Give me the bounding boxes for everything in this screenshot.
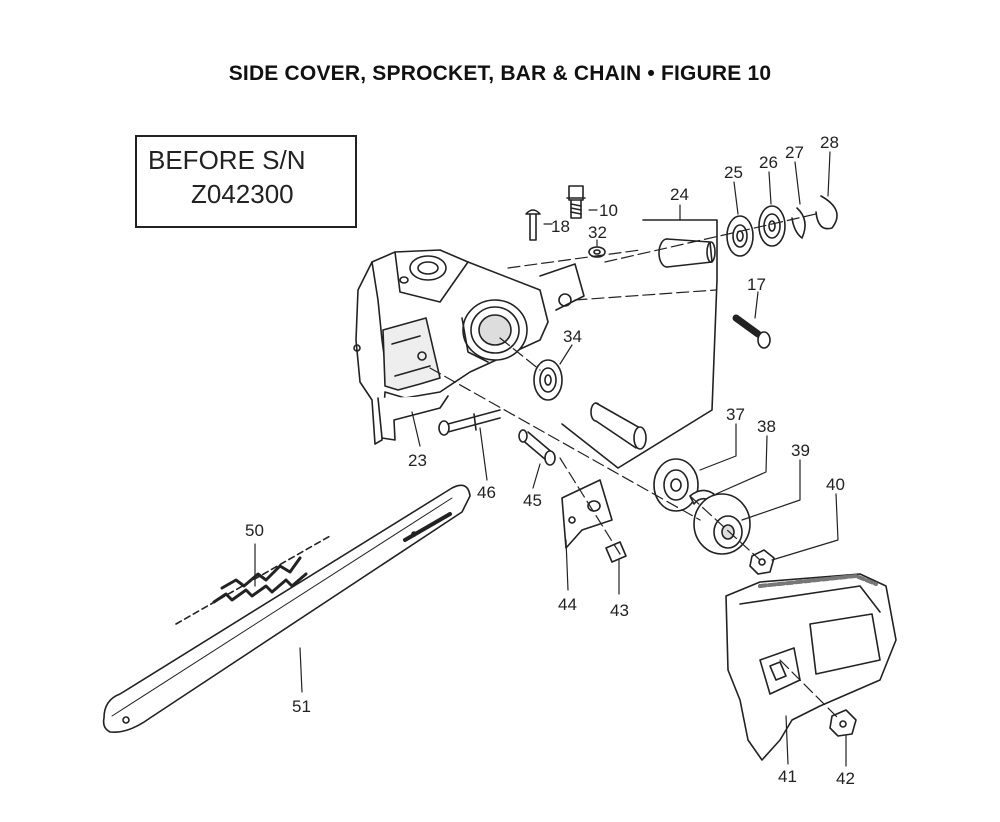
part-25-bearing [726, 215, 754, 257]
part-51-guide-bar [102, 484, 471, 734]
label-part-28: 28 [820, 133, 839, 152]
serial-number-caption: BEFORE S/N [148, 145, 306, 175]
part-50-saw-chain [175, 535, 331, 625]
serial-number-box: BEFORE S/N Z042300 [135, 135, 357, 228]
label-part-50: 50 [245, 521, 264, 540]
label-part-39: 39 [791, 441, 810, 460]
label-part-46: 46 [477, 483, 496, 502]
label-part-44: 44 [558, 595, 577, 614]
gear-housing [353, 249, 585, 445]
label-part-41: 41 [778, 767, 797, 786]
label-part-51: 51 [292, 697, 311, 716]
part-26-bearing [758, 205, 786, 247]
part-17-bolt [732, 314, 771, 349]
label-part-42: 42 [836, 769, 855, 788]
label-part-10: 10 [599, 201, 618, 220]
part-24-bracket [561, 219, 718, 469]
label-part-25: 25 [724, 163, 743, 182]
part-28-retaining-ring [815, 195, 838, 230]
part-39-sprocket [693, 493, 751, 555]
label-part-43: 43 [610, 601, 629, 620]
part-18-screw [525, 209, 541, 241]
label-part-17: 17 [747, 275, 766, 294]
part-24-shaft-upper [658, 238, 716, 268]
part-24-shaft-lower [590, 402, 647, 450]
figure-title: SIDE COVER, SPROCKET, BAR & CHAIN • FIGU… [228, 62, 772, 85]
part-10-screw [566, 185, 586, 219]
label-part-45: 45 [523, 491, 542, 510]
label-part-18: 18 [551, 217, 570, 236]
label-part-32: 32 [588, 223, 607, 242]
serial-number-value: Z042300 [191, 179, 294, 209]
part-27-snap-ring [791, 207, 806, 239]
assembly-lines [429, 213, 841, 721]
label-part-23: 23 [408, 451, 427, 470]
label-part-34: 34 [563, 327, 582, 346]
leader-lines [254, 151, 847, 767]
label-part-27: 27 [785, 143, 804, 162]
part-37-clutch-drum [653, 458, 699, 512]
part-32-washer [588, 246, 606, 258]
label-part-40: 40 [826, 475, 845, 494]
part-41-side-cover [725, 573, 897, 761]
part-45-stud [518, 429, 556, 466]
part-46-bolt [438, 409, 501, 436]
label-part-26: 26 [759, 153, 778, 172]
label-part-24: 24 [670, 185, 689, 204]
part-44-adjuster-plate [561, 479, 613, 549]
label-part-38: 38 [757, 417, 776, 436]
part-34-bearing [533, 359, 563, 401]
part-43-nut [605, 541, 627, 563]
part-labels: 10 18 32 24 25 26 27 28 17 34 37 38 39 4… [245, 133, 855, 788]
label-part-37: 37 [726, 405, 745, 424]
